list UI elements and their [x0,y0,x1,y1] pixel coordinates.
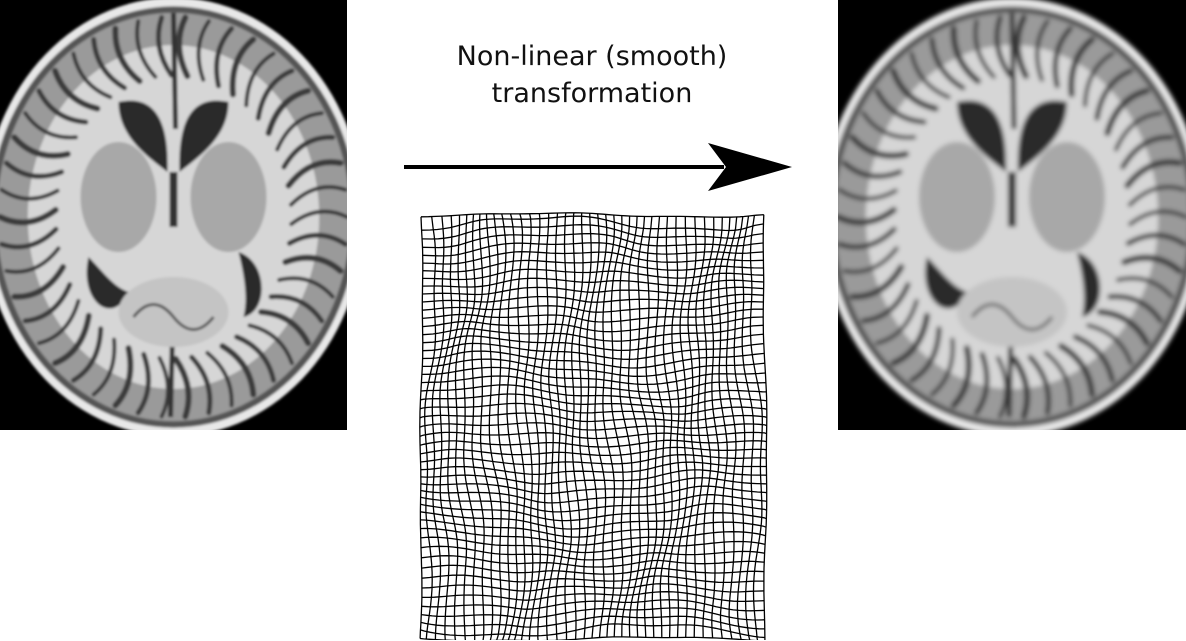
grid-line-horizontal [419,402,767,415]
grid-line-vertical [717,217,731,639]
grid-line-vertical [463,214,476,640]
grid-line-vertical [431,216,445,640]
transformed-brain-mri-image [838,0,1186,430]
grid-line-vertical [619,215,633,637]
grid-line-vertical [571,212,584,640]
caption-line-1: Non-linear (smooth) [456,41,728,72]
grid-line-horizontal [421,555,765,568]
grid-line-vertical [610,215,624,637]
grid-line-vertical [643,216,658,638]
caption-line-2: transformation [491,78,693,109]
grid-line-vertical [545,212,559,640]
grid-line-vertical [725,216,738,640]
grid-line-vertical [602,214,616,638]
grid-line-vertical [676,216,688,638]
grid-line-vertical [733,216,746,640]
original-brain-mri-image [0,0,347,430]
grid-line-vertical [479,213,494,640]
grid-line-vertical [520,213,534,640]
grid-line-vertical [762,214,768,640]
grid-line-vertical [471,213,485,640]
grid-line-vertical [446,215,461,640]
grid-line-vertical [667,216,681,638]
grid-line-vertical [693,216,706,638]
grid-line-vertical [702,217,715,638]
grid-line-vertical [563,212,576,640]
grid-line-vertical [594,214,608,638]
grid-line-vertical [659,216,673,638]
grid-line-vertical [627,216,642,638]
arrow-right-icon [404,143,792,191]
grid-line-vertical [497,213,510,640]
grid-line-vertical [488,213,502,640]
grid-line-vertical [555,212,567,640]
grid-line-vertical [424,216,437,640]
grid-line-vertical [710,217,723,638]
grid-line-vertical [506,213,518,640]
grid-line-horizontal [422,232,764,249]
grid-line-vertical [537,213,550,640]
grid-line-vertical [741,215,755,640]
grid-line-vertical [586,213,600,639]
transformation-caption: Non-linear (smooth) transformation [392,38,792,112]
grid-line-vertical [528,213,541,640]
grid-line-vertical [578,213,592,639]
grid-line-vertical [513,213,526,640]
grid-line-vertical [439,215,453,640]
grid-line-vertical [636,216,650,638]
grid-line-vertical [454,214,469,640]
grid-line-vertical [419,216,424,639]
grid-line-vertical [685,216,697,638]
grid-line-horizontal [420,212,764,218]
deformation-grid [419,212,768,640]
grid-line-vertical [749,215,763,640]
grid-line-vertical [651,216,666,638]
